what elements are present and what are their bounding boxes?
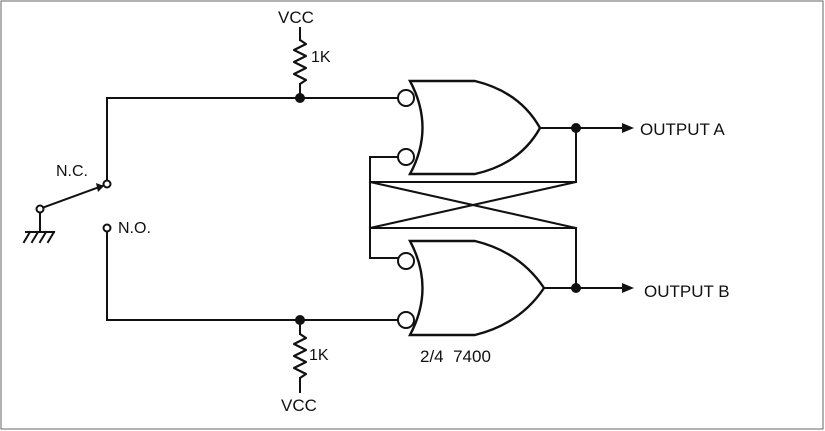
bottom-rail-wire: [106, 231, 398, 321]
nc-contact: [102, 179, 112, 189]
resistor-top-label: 1K: [311, 49, 331, 66]
junction-top: [295, 93, 305, 103]
output-b-arrow-icon: [622, 283, 634, 293]
top-rail-wire: [106, 97, 398, 181]
resistor-top: [292, 39, 308, 85]
gate-b: [408, 239, 546, 337]
no-contact-label: N.O.: [118, 220, 151, 237]
output-a-arrow-icon: [622, 123, 634, 133]
resistor-bottom: [292, 333, 308, 379]
vcc-bottom-label: VCC: [281, 396, 317, 415]
switch-arm: [40, 184, 104, 210]
gate-b-input-2-bubble: [397, 311, 415, 329]
gate-b-input-1-bubble: [397, 252, 415, 270]
feedback-stub-b: [369, 227, 399, 259]
output-a-label: OUTPUT A: [640, 120, 725, 139]
no-contact: [102, 223, 112, 233]
crossover-wire-2: [368, 180, 578, 230]
gate-a-input-1-bubble: [397, 89, 415, 107]
resistor-bottom-label: 1K: [309, 347, 329, 364]
gate-a: [407, 79, 542, 176]
ground-icon: [22, 230, 56, 244]
feedback-stub-a: [369, 156, 399, 183]
switch-arm-tip: [96, 183, 104, 192]
switch-pivot: [35, 204, 45, 214]
nc-contact-label: N.C.: [56, 163, 88, 180]
vcc-top-label: VCC: [278, 8, 314, 27]
output-b-label: OUTPUT B: [644, 282, 730, 301]
gate-a-input-2-bubble: [397, 148, 415, 166]
part-number-label: 2/4 7400: [420, 347, 491, 366]
